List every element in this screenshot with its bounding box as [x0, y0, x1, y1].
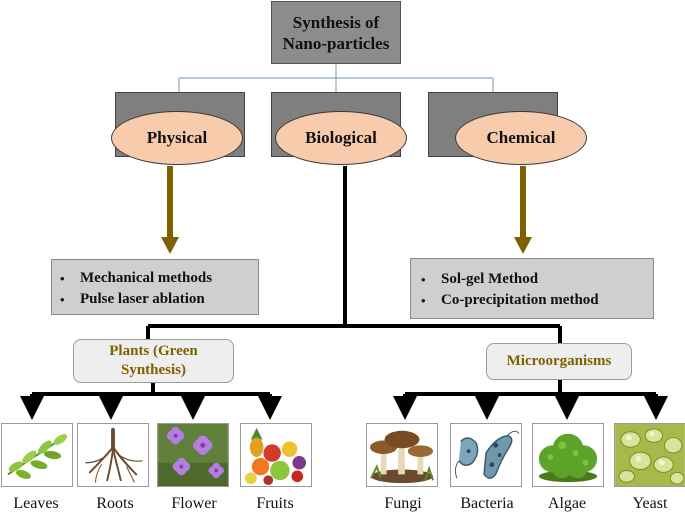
microorganisms-group-box: Microorganisms [486, 343, 632, 380]
biological-tree [20, 166, 668, 420]
bullet: • [421, 293, 426, 308]
root-connectors [178, 64, 494, 92]
physical-methods-box: • Mechanical methods • Pulse laser ablatio… [51, 259, 259, 315]
bullet: • [60, 292, 65, 307]
biological-oval: Biological [275, 111, 407, 165]
bacteria-label: Bacteria [460, 495, 514, 512]
flower-icon [157, 423, 229, 487]
physical-arrow [161, 166, 179, 254]
chemical-method-item: • Co-precipitation method [421, 290, 653, 311]
physical-method-item: • Pulse laser ablation [60, 289, 258, 310]
leaves-label: Leaves [13, 495, 59, 512]
fungi-label: Fungi [384, 495, 422, 512]
method-label: Pulse laser ablation [80, 291, 205, 307]
yeast-icon [614, 423, 685, 487]
plants-group-box: Plants (Green Synthesis) [73, 339, 234, 383]
root-title-box: Synthesis of Nano-particles [271, 1, 401, 64]
bacteria-icon [450, 423, 522, 487]
chemical-methods-box: • Sol-gel Method • Co-precipitation method [410, 258, 654, 319]
roots-label: Roots [96, 495, 134, 512]
method-label: Mechanical methods [80, 270, 213, 286]
chemical-oval: Chemical [455, 111, 587, 165]
fruits-icon [240, 423, 312, 487]
leaves-icon [1, 423, 73, 487]
method-label: Co-precipitation method [441, 292, 599, 308]
bullet: • [421, 272, 426, 287]
flower-label: Flower [171, 495, 217, 512]
yeast-label: Yeast [632, 495, 668, 512]
chemical-method-item: • Sol-gel Method [421, 269, 653, 290]
method-label: Sol-gel Method [441, 271, 539, 287]
physical-oval: Physical [111, 111, 243, 165]
fungi-icon [366, 423, 438, 487]
algae-icon [532, 423, 604, 487]
algae-label: Algae [547, 495, 587, 512]
chemical-arrow [514, 166, 532, 254]
physical-method-item: • Mechanical methods [60, 268, 258, 289]
fruits-label: Fruits [256, 495, 294, 512]
bullet: • [60, 271, 65, 286]
roots-icon [77, 423, 149, 487]
